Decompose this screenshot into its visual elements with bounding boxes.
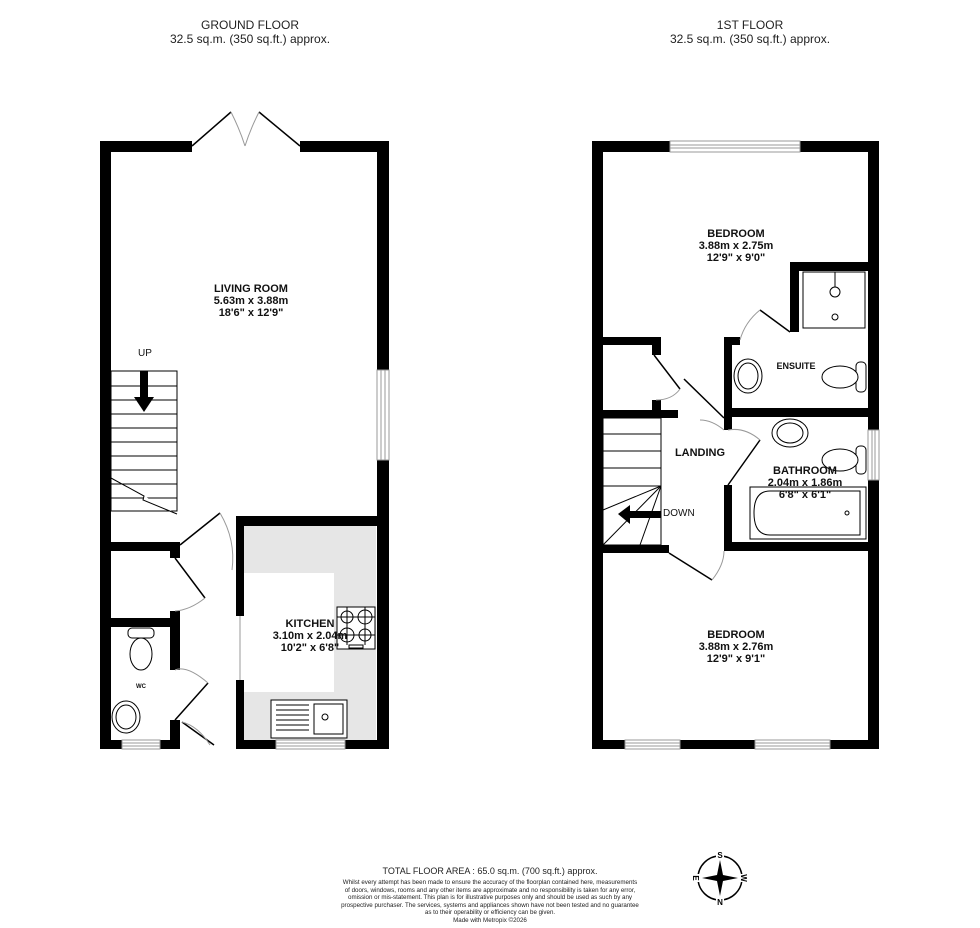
bath-icon (749, 486, 867, 540)
stairs-up-arrow-icon (134, 371, 154, 412)
shower-tray-icon (802, 271, 866, 329)
room-label-ensuite: ENSUITE (766, 360, 826, 372)
room-metric: 3.10m x 2.04m (272, 630, 348, 642)
ensuite-basin-icon (733, 358, 763, 394)
ground-floor-doors (174, 111, 301, 746)
hob-icon (336, 606, 376, 650)
room-label-bedroom-2: BEDROOM 3.88m x 2.76m 12'9" x 9'1" (676, 629, 796, 665)
credit: Made with Metropix ©2026 (453, 916, 527, 924)
stairs-down-arrow-icon (618, 505, 661, 524)
room-imperial: 18'6" x 12'9" (218, 307, 284, 319)
basin-icon (111, 700, 141, 734)
ensuite-toilet-icon (821, 361, 867, 393)
disclaimer-line: as to their operability or efficiency ca… (424, 909, 556, 917)
kitchen-sink-icon (270, 699, 348, 739)
room-label-bedroom-1: BEDROOM 3.88m x 2.75m 12'9" x 9'0" (676, 228, 796, 264)
toilet-icon (127, 627, 155, 671)
room-metric: 5.63m x 3.88m (213, 295, 289, 307)
ground-floor-walls (100, 141, 389, 749)
compass-label-bottom: N (717, 898, 723, 907)
first-floor-walls (592, 141, 879, 749)
disclaimer: Whilst every attempt has been made to en… (300, 879, 680, 925)
room-imperial: 12'9" x 9'0" (706, 252, 766, 264)
plan-footer: TOTAL FLOOR AREA : 65.0 sq.m. (700 sq.ft… (300, 866, 680, 925)
disclaimer-line: prospective purchaser. The services, sys… (341, 901, 639, 909)
room-imperial: 10'2" x 6'8" (280, 642, 340, 654)
room-label-bathroom: BATHROOM 2.04m x 1.86m 6'8" x 6'1" (755, 465, 855, 501)
first-floor-plan (592, 140, 880, 750)
room-label-wc: WC (126, 681, 156, 693)
bathroom-basin-icon (771, 418, 809, 448)
stairs-down-label: DOWN (663, 508, 695, 519)
room-name: ENSUITE (776, 361, 816, 371)
room-label-living-room: LIVING ROOM 5.63m x 3.88m 18'6" x 12'9" (188, 283, 314, 319)
room-name: BATHROOM (773, 465, 837, 477)
first-floor-heading: 1ST FLOOR 32.5 sq.m. (350 sq.ft.) approx… (600, 18, 900, 46)
ground-floor-windows (121, 369, 390, 750)
stairs-up-label: UP (138, 348, 152, 359)
ground-floor-plan (100, 111, 390, 750)
disclaimer-line: Whilst every attempt has been made to en… (342, 879, 638, 886)
room-name: BEDROOM (707, 228, 765, 240)
first-floor-title: 1ST FLOOR (716, 18, 784, 32)
first-floor-windows (624, 140, 880, 750)
room-imperial: 6'8" x 6'1" (778, 489, 832, 501)
ground-floor-title: GROUND FLOOR (200, 18, 299, 32)
room-name: LANDING (674, 447, 726, 459)
room-name: BEDROOM (707, 629, 765, 641)
ground-floor-heading: GROUND FLOOR 32.5 sq.m. (350 sq.ft.) app… (100, 18, 400, 46)
compass-label-right: W (739, 874, 748, 882)
compass-label-top: S (717, 851, 723, 860)
total-floor-area: TOTAL FLOOR AREA : 65.0 sq.m. (700 sq.ft… (382, 866, 598, 876)
disclaimer-line: omission or mis-statement. This plan is … (348, 894, 632, 902)
room-name: KITCHEN (285, 618, 335, 630)
first-floor-area: 32.5 sq.m. (350 sq.ft.) approx. (669, 32, 831, 46)
disclaimer-line: of doors, windows, rooms and any other i… (344, 886, 636, 894)
room-metric: 3.88m x 2.75m (698, 240, 774, 252)
room-metric: 3.88m x 2.76m (698, 641, 774, 653)
ground-floor-area: 32.5 sq.m. (350 sq.ft.) approx. (169, 32, 331, 46)
room-name: WC (136, 684, 146, 690)
compass-label-left: E (691, 875, 700, 881)
room-label-landing: LANDING (670, 447, 730, 459)
first-floor-doors (653, 309, 791, 581)
compass-rose-icon: S N E W (690, 848, 750, 908)
room-imperial: 12'9" x 9'1" (706, 653, 766, 665)
room-label-kitchen: KITCHEN 3.10m x 2.04m 10'2" x 6'8" (258, 618, 362, 654)
room-name: LIVING ROOM (214, 283, 288, 295)
first-floor-stairs (602, 417, 662, 546)
room-metric: 2.04m x 1.86m (767, 477, 843, 489)
bathroom-toilet-icon (821, 445, 867, 475)
